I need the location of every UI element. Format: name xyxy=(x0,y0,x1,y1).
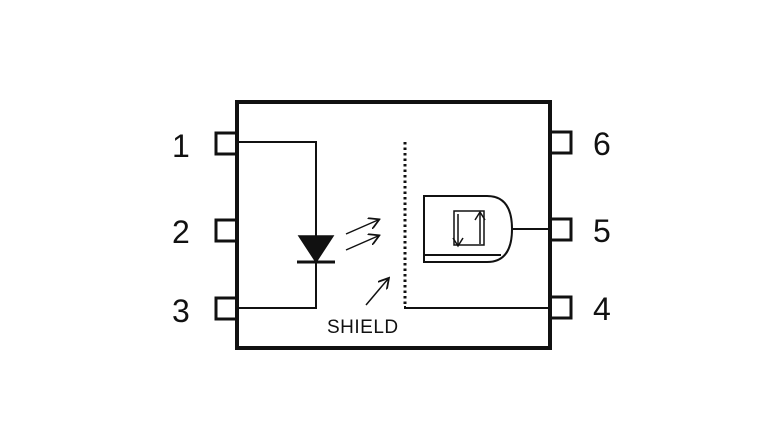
pin-tab-2 xyxy=(214,218,239,243)
pin-tab-3 xyxy=(214,296,239,321)
led-diode-icon xyxy=(297,235,335,264)
pin-number-6: 6 xyxy=(593,126,611,162)
pin-tab-1 xyxy=(214,131,239,156)
ground-wire xyxy=(404,306,550,309)
cathode-wire xyxy=(237,262,317,309)
package-body xyxy=(235,100,552,350)
pin-number-4: 4 xyxy=(593,291,611,327)
shield-pointer-arrow-icon xyxy=(365,279,388,306)
pin-number-2: 2 xyxy=(172,214,190,250)
pin-tab-4 xyxy=(548,295,573,320)
pin-tab-6 xyxy=(548,130,573,155)
pin-number-3: 3 xyxy=(172,293,190,329)
pin-number-1: 1 xyxy=(172,128,190,164)
shield-label: SHIELD xyxy=(327,317,399,338)
pin-tab-5 xyxy=(548,217,573,242)
pin-number-5: 5 xyxy=(593,213,611,249)
light-emission-arrows-icon xyxy=(345,220,378,251)
anode-wire xyxy=(237,141,317,236)
schmitt-trigger-gate-icon xyxy=(423,195,514,263)
